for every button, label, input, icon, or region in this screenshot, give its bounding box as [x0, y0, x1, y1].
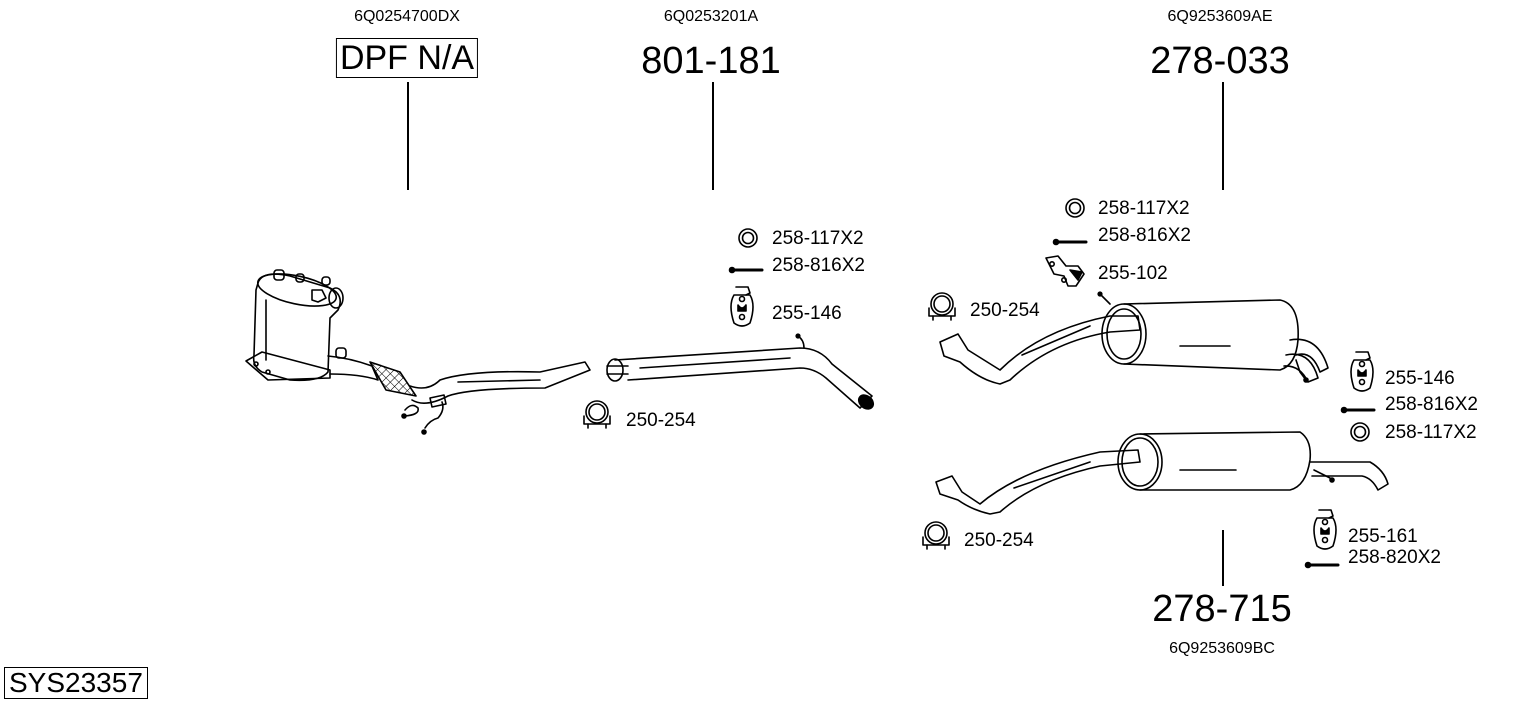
- silencer-a-drawing: [939, 291, 1329, 385]
- oem-number: 6Q9253609BC: [1169, 640, 1275, 657]
- gasket-ring-icon: [1065, 198, 1085, 218]
- accessory-label[interactable]: 258-816X2: [772, 255, 865, 276]
- leader-line: [1222, 530, 1224, 586]
- accessory-label[interactable]: 258-816X2: [1098, 225, 1191, 246]
- accessory-label[interactable]: 258-820X2: [1348, 547, 1441, 568]
- dpf-drawing: [245, 269, 591, 435]
- part-number-pipe[interactable]: 801-181: [641, 40, 781, 82]
- accessory-label[interactable]: 250-254: [626, 410, 696, 431]
- leader-line: [407, 82, 409, 190]
- leader-line: [1222, 82, 1224, 190]
- accessory-label[interactable]: 250-254: [964, 530, 1034, 551]
- accessory-label[interactable]: 258-117X2: [1098, 198, 1190, 219]
- system-id: SYS23357: [4, 667, 148, 699]
- accessory-label[interactable]: 250-254: [970, 300, 1040, 321]
- rubber-hanger-icon: [730, 286, 754, 327]
- accessory-label[interactable]: 258-117X2: [772, 228, 864, 249]
- oem-number: 6Q9253609AE: [1167, 8, 1273, 25]
- accessory-label[interactable]: 258-816X2: [1385, 394, 1478, 415]
- bolt-icon: [1304, 561, 1340, 569]
- clamp-icon: [583, 400, 611, 429]
- oem-number: 6Q0254700DX: [354, 8, 460, 25]
- silencer-b-drawing: [935, 431, 1389, 515]
- part-number-silencer-a[interactable]: 278-033: [1150, 40, 1290, 82]
- bracket-icon: [1045, 255, 1085, 287]
- accessory-label[interactable]: 255-102: [1098, 263, 1168, 284]
- rubber-hanger-icon: [1313, 509, 1337, 550]
- accessory-label[interactable]: 258-117X2: [1385, 422, 1477, 443]
- part-number-silencer-b[interactable]: 278-715: [1152, 588, 1292, 630]
- clamp-icon: [928, 292, 956, 321]
- clamp-icon: [922, 521, 950, 550]
- rubber-hanger-icon: [1350, 351, 1374, 392]
- pipe-drawing: [606, 333, 875, 410]
- leader-line: [712, 82, 714, 190]
- part-number-dpf[interactable]: DPF N/A: [335, 38, 479, 78]
- bolt-icon: [1052, 238, 1088, 246]
- bolt-icon: [1340, 406, 1376, 414]
- accessory-label[interactable]: 255-146: [772, 303, 842, 324]
- accessory-label[interactable]: 255-146: [1385, 368, 1455, 389]
- gasket-ring-icon: [1350, 422, 1370, 442]
- accessory-label[interactable]: 255-161: [1348, 526, 1418, 547]
- bolt-icon: [728, 266, 764, 274]
- oem-number: 6Q0253201A: [663, 8, 759, 25]
- gasket-ring-icon: [738, 228, 758, 248]
